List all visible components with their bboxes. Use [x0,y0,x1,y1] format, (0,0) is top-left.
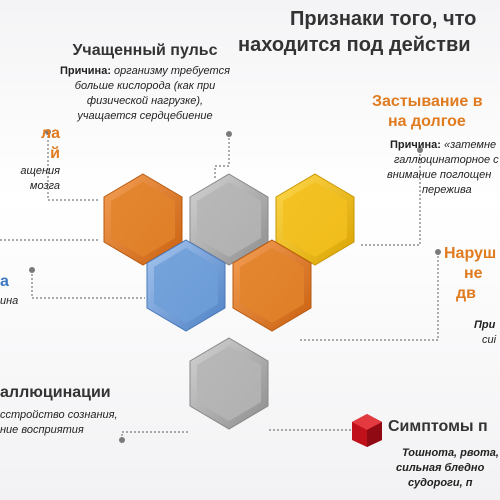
left-top-heading-1: ла [40,125,60,142]
title-line-2: находится под действи [238,34,471,56]
freeze-line-3: внимание поглощен [387,169,492,181]
freeze-line-4: пережива [422,184,472,196]
left-mid-heading: а [0,273,9,290]
red-cube-icon [350,412,384,453]
left-top-block: ла й ащения мозга [0,124,60,194]
hallucinations-line-2: ние восприятия [0,424,84,436]
left-top-line-2: мозга [29,180,60,192]
hexagon-gray-top [189,173,269,266]
hexagon-orange-middle [232,239,312,332]
hexagon-gray-bottom [189,337,269,430]
right-mid-heading-2: не [464,265,483,282]
pulse-line-1: организму требуется [114,65,230,77]
pulse-heading: Учащенный пульс [72,42,218,59]
left-top-heading-2: й [50,145,60,162]
hallucinations-line-1: сстройство сознания, [0,409,118,421]
pulse-block: Учащенный пульс Причина: организму требу… [45,42,245,124]
pulse-line-3: физической нагрузке), [86,95,204,107]
freeze-block: Застывание в на долгое Причина: «затемне… [372,92,500,198]
left-top-line-1: ащения [20,165,60,177]
freeze-line-1: «затемне [444,139,497,151]
hexagon-orange-top [103,173,183,266]
title-line-1: Признаки того, что [290,8,477,30]
symptoms-line-2: сильная бледно [396,462,485,474]
symptoms-heading: Симптомы п [388,418,488,435]
freeze-heading-2: на долгое [388,113,466,130]
left-mid-block: а ина [0,272,30,309]
right-mid-heading-3: дв [456,285,476,302]
left-mid-line: ина [0,295,19,307]
hallucinations-heading: аллюцинации [0,384,111,401]
pulse-line-4: учащается сердцебиение [77,110,213,122]
hexagon-yellow [275,173,355,266]
right-mid-block: Наруш не дв При сиі [444,244,500,348]
symptoms-line-3: судороги, п [408,477,473,489]
freeze-heading-1: Застывание в [372,93,483,110]
symptoms-line-1: Тошнота, рвота, [402,447,499,459]
pulse-cause-label: Причина: [60,65,111,77]
hallucinations-block: аллюцинации сстройство сознания, ние вос… [0,384,125,438]
page-title-second-line: находится под действи [238,32,500,58]
right-mid-heading-1: Наруш [444,245,497,262]
hexagon-blue [146,239,226,332]
right-mid-line-1: При [474,319,496,331]
page-title: Признаки того, что [290,6,500,32]
freeze-line-2: галлюцинаторное с [394,154,499,166]
pulse-line-2: больше кислорода (как при [74,80,216,92]
freeze-cause-label: Причина: [390,139,441,151]
right-mid-line-2: сиі [482,334,497,346]
